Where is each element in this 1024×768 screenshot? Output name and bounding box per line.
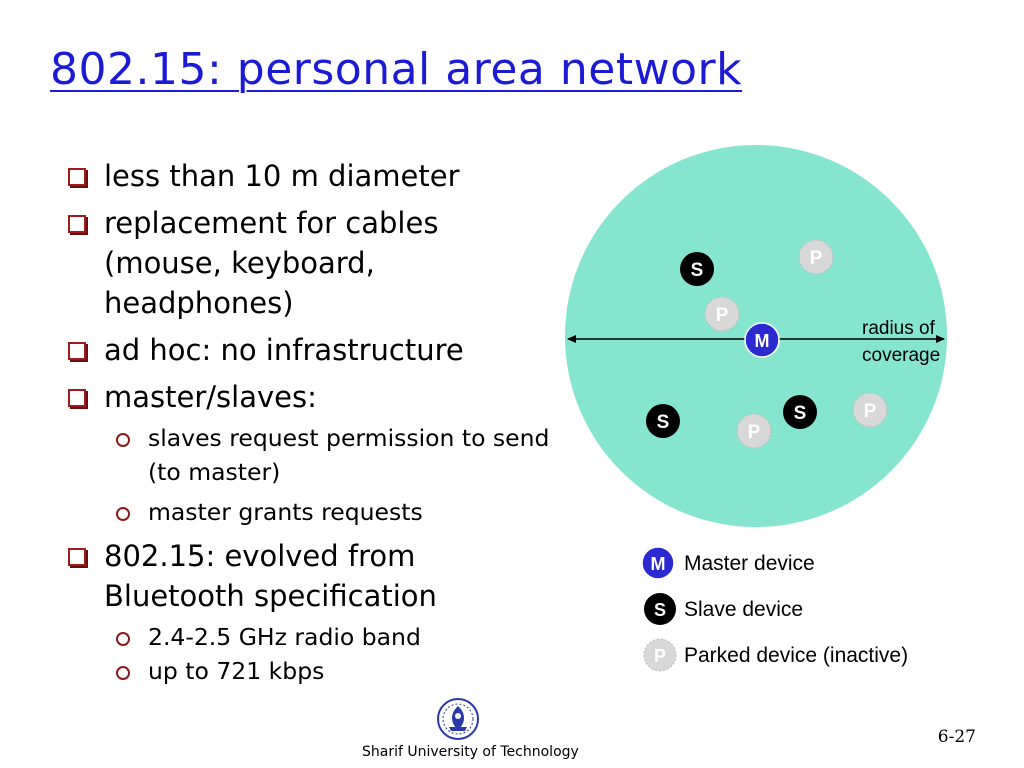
bullet-item: less than 10 m diameter <box>62 156 552 196</box>
bullet-text: less than 10 m diameter <box>104 159 460 193</box>
circle-bullet-icon <box>116 632 130 646</box>
legend-label: Slave device <box>684 598 803 621</box>
sub-bullet-item: up to 721 kbps <box>102 654 552 688</box>
legend-item-master: M Master device <box>641 546 815 580</box>
parked-node-label: P <box>716 305 729 326</box>
bullet-text: replacement for cables (mouse, keyboard,… <box>104 206 439 320</box>
sub-bullet-item: 2.4-2.5 GHz radio band <box>102 620 552 654</box>
master-node-label: M <box>755 331 770 351</box>
legend-symbol: M <box>651 554 666 574</box>
square-bullet-icon <box>68 548 86 566</box>
radius-label: coverage <box>862 345 940 366</box>
radius-label: radius of <box>862 318 936 339</box>
sub-bullet-list: slaves request permission to send (to ma… <box>104 421 552 529</box>
bullet-list: less than 10 m diameter replacement for … <box>62 156 552 695</box>
parked-node-label: P <box>748 422 761 443</box>
bullet-item: 802.15: evolved from Bluetooth specifica… <box>62 536 552 688</box>
bullet-item: master/slaves: slaves request permission… <box>62 377 552 529</box>
university-logo-icon <box>437 698 479 740</box>
parked-node-label: P <box>864 401 877 422</box>
square-bullet-icon <box>68 168 86 186</box>
slave-node-label: S <box>657 412 670 433</box>
sub-bullet-text: up to 721 kbps <box>148 657 325 685</box>
bullet-text: 802.15: evolved from Bluetooth specifica… <box>104 539 437 613</box>
slide-number: 6-27 <box>937 727 976 747</box>
slave-node: S <box>783 395 817 429</box>
slave-node-label: S <box>691 260 704 281</box>
bullet-item: replacement for cables (mouse, keyboard,… <box>62 203 552 323</box>
circle-bullet-icon <box>116 507 130 521</box>
slave-node-label: S <box>794 403 807 424</box>
sub-bullet-list: 2.4-2.5 GHz radio band up to 721 kbps <box>104 620 552 688</box>
legend-symbol: P <box>654 646 666 666</box>
bullet-text: ad hoc: no infrastructure <box>104 333 464 367</box>
legend-item-parked: P Parked device (inactive) <box>643 638 908 672</box>
sub-bullet-item: slaves request permission to send (to ma… <box>102 421 552 489</box>
legend: M Master device S Slave device P Parked … <box>641 546 908 672</box>
bullet-item: ad hoc: no infrastructure <box>62 330 552 370</box>
legend-symbol: S <box>654 600 666 620</box>
circle-bullet-icon <box>116 433 130 447</box>
sub-bullet-text: 2.4-2.5 GHz radio band <box>148 623 421 651</box>
slide-title: 802.15: personal area network <box>50 44 743 95</box>
parked-node: P <box>852 392 888 428</box>
sub-bullet-text: master grants requests <box>148 498 423 526</box>
legend-label: Parked device (inactive) <box>684 644 908 667</box>
slave-node: S <box>646 404 680 438</box>
parked-node: P <box>736 413 772 449</box>
circle-bullet-icon <box>116 666 130 680</box>
parked-node: P <box>704 296 740 332</box>
master-node: M <box>744 322 780 358</box>
square-bullet-icon <box>68 389 86 407</box>
sub-bullet-text: slaves request permission to send (to ma… <box>148 424 550 486</box>
sub-bullet-item: master grants requests <box>102 495 552 529</box>
bullet-text: master/slaves: <box>104 380 317 414</box>
parked-node-label: P <box>810 248 823 269</box>
parked-node: P <box>798 239 834 275</box>
square-bullet-icon <box>68 342 86 360</box>
legend-label: Master device <box>684 552 815 575</box>
legend-item-slave: S Slave device <box>644 593 803 625</box>
slave-node: S <box>680 252 714 286</box>
square-bullet-icon <box>68 215 86 233</box>
footer-university: Sharif University of Technology <box>362 744 579 760</box>
